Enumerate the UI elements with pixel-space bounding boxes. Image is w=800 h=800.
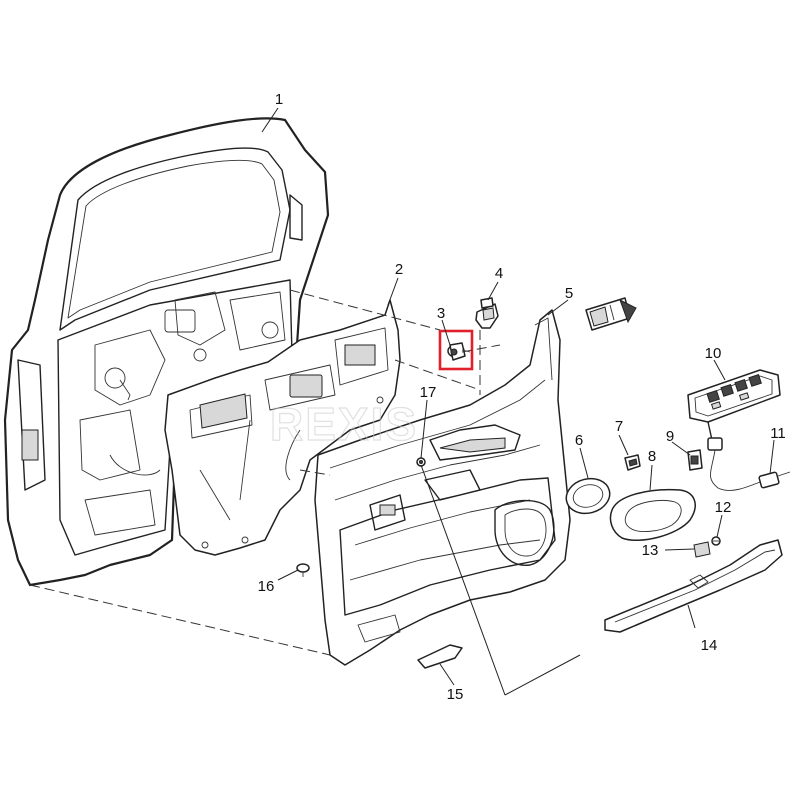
callout-12: 12 (715, 499, 732, 516)
screw-part-17 (416, 457, 426, 467)
window-switch-part-10 (687, 369, 781, 491)
switch-bezel-part-8 (609, 488, 696, 542)
bracket-part-13 (693, 541, 711, 558)
callout-5: 5 (565, 285, 573, 302)
callout-9: 9 (666, 428, 674, 445)
door-frame-part-1 (3, 117, 330, 587)
callout-labels: 1 2 3 4 5 6 7 8 9 10 11 12 13 14 15 16 1… (258, 91, 786, 703)
callout-16: 16 (258, 578, 275, 595)
callout-6: 6 (575, 432, 583, 449)
callout-14: 14 (701, 637, 718, 654)
handle-bezel-part-6 (565, 477, 611, 515)
push-pin-part-16 (296, 563, 310, 577)
callout-3: 3 (437, 305, 445, 322)
callout-7: 7 (615, 418, 623, 435)
lamp-housing-part-4 (475, 297, 499, 329)
leader-lines (261, 107, 775, 696)
bulb-clip-part-3 (447, 342, 471, 361)
connector-part-9 (687, 449, 703, 471)
speaker-cover-part-15 (417, 644, 463, 669)
callout-2: 2 (395, 261, 403, 278)
water-deflector-part-2 (164, 299, 401, 556)
wiring-harness-part-11 (758, 471, 791, 489)
armrest-part-14 (604, 539, 783, 633)
highlight-box-part-3 (438, 329, 474, 371)
callout-10: 10 (705, 345, 722, 362)
callout-4: 4 (495, 265, 503, 282)
clip-part-7 (624, 454, 641, 471)
callout-1: 1 (275, 91, 283, 108)
watermark-logo: REXIS (270, 398, 418, 450)
callout-13: 13 (642, 542, 659, 559)
screw-part-12 (711, 536, 721, 546)
assembly-dashed-lines (29, 289, 501, 656)
callout-15: 15 (447, 686, 464, 703)
callout-17: 17 (420, 384, 437, 401)
front-orientation-icon (585, 297, 637, 331)
callout-11: 11 (770, 425, 786, 442)
callout-8: 8 (648, 448, 656, 465)
